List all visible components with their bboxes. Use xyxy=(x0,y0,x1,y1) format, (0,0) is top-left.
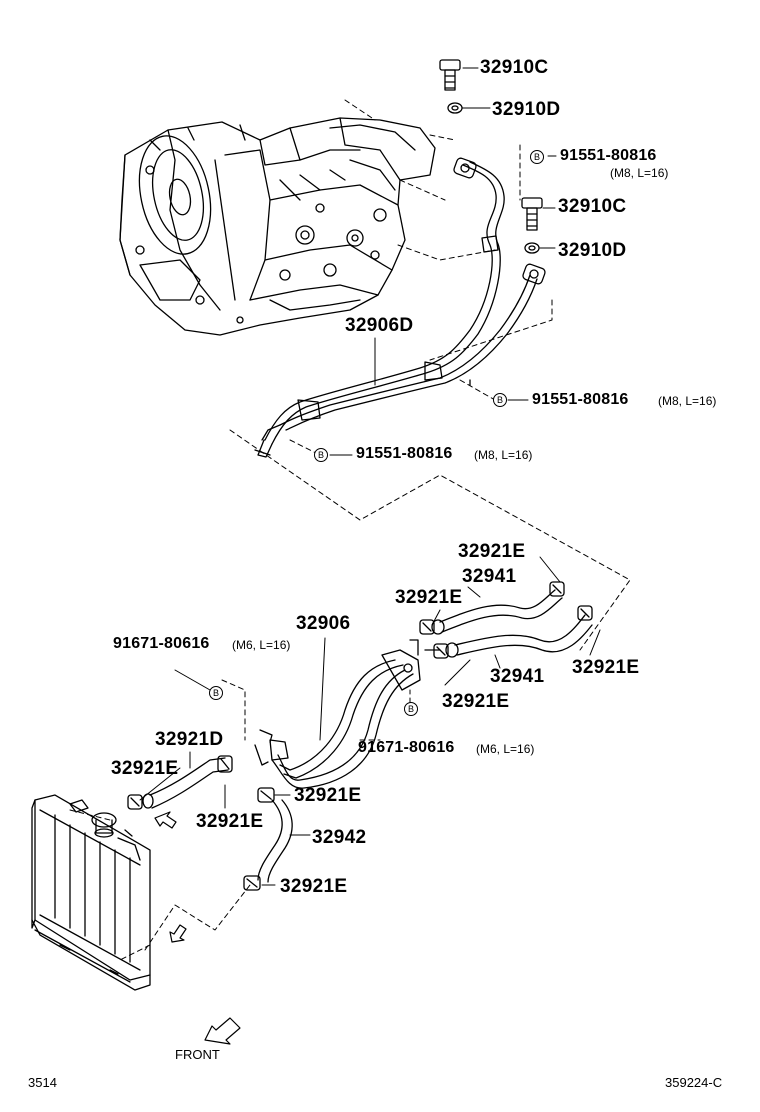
part-label-32921e: 32921E xyxy=(442,691,510,712)
transmission-assembly xyxy=(119,117,436,336)
part-label-32921e: 32921E xyxy=(294,785,362,806)
lower-oil-cooler-pipe xyxy=(254,639,441,789)
part-label-91551-80816: 91551-80816 xyxy=(356,445,453,462)
part-spec-note: (M6, L=16) xyxy=(476,742,535,756)
direction-arrows xyxy=(154,811,241,1045)
part-label-32921e: 32921E xyxy=(280,876,348,897)
page-code-right: 359224-C xyxy=(665,1075,723,1090)
part-label-32910c: 32910C xyxy=(480,57,549,78)
part-label-32921e: 32921E xyxy=(458,541,526,562)
front-direction-label: FRONT xyxy=(175,1047,220,1062)
page-code-left: 3514 xyxy=(28,1075,57,1090)
bolt-marker: B xyxy=(493,393,507,407)
hose-clamps xyxy=(127,581,593,891)
part-label-32941: 32941 xyxy=(490,666,545,687)
part-label-32921e: 32921E xyxy=(111,758,179,779)
radiator-hoses xyxy=(142,757,293,883)
bolt-marker: B xyxy=(404,702,418,716)
part-label-32942: 32942 xyxy=(312,827,367,848)
part-label-32921e: 32921E xyxy=(572,657,640,678)
part-spec-note: (M6, L=16) xyxy=(232,638,291,652)
part-label-91551-80816: 91551-80816 xyxy=(560,147,657,164)
part-label-32921d: 32921D xyxy=(155,729,224,750)
part-label-91671-80616: 91671-80616 xyxy=(113,635,210,652)
part-label-32906: 32906 xyxy=(296,613,351,634)
part-label-32921e: 32921E xyxy=(395,587,463,608)
upper-bolts-washers xyxy=(439,59,543,254)
part-label-32910d: 32910D xyxy=(492,99,561,120)
bolt-marker: B xyxy=(209,686,223,700)
part-label-91671-80616: 91671-80616 xyxy=(358,739,455,756)
cooler-hoses-32941 xyxy=(431,589,593,658)
radiator xyxy=(31,794,151,991)
part-label-32906d: 32906D xyxy=(345,315,414,336)
part-label-91551-80816: 91551-80816 xyxy=(532,391,629,408)
part-label-32910c: 32910C xyxy=(558,196,627,217)
part-spec-note: (M8, L=16) xyxy=(658,394,717,408)
upper-oil-cooler-pipe xyxy=(254,157,546,458)
part-label-32921e: 32921E xyxy=(196,811,264,832)
part-spec-note: (M8, L=16) xyxy=(610,166,669,180)
part-label-32941: 32941 xyxy=(462,566,517,587)
part-spec-note: (M8, L=16) xyxy=(474,448,533,462)
bolt-marker: B xyxy=(530,150,544,164)
bolt-marker: B xyxy=(314,448,328,462)
part-label-32910d: 32910D xyxy=(558,240,627,261)
dashed-leaders-upper xyxy=(229,99,631,651)
